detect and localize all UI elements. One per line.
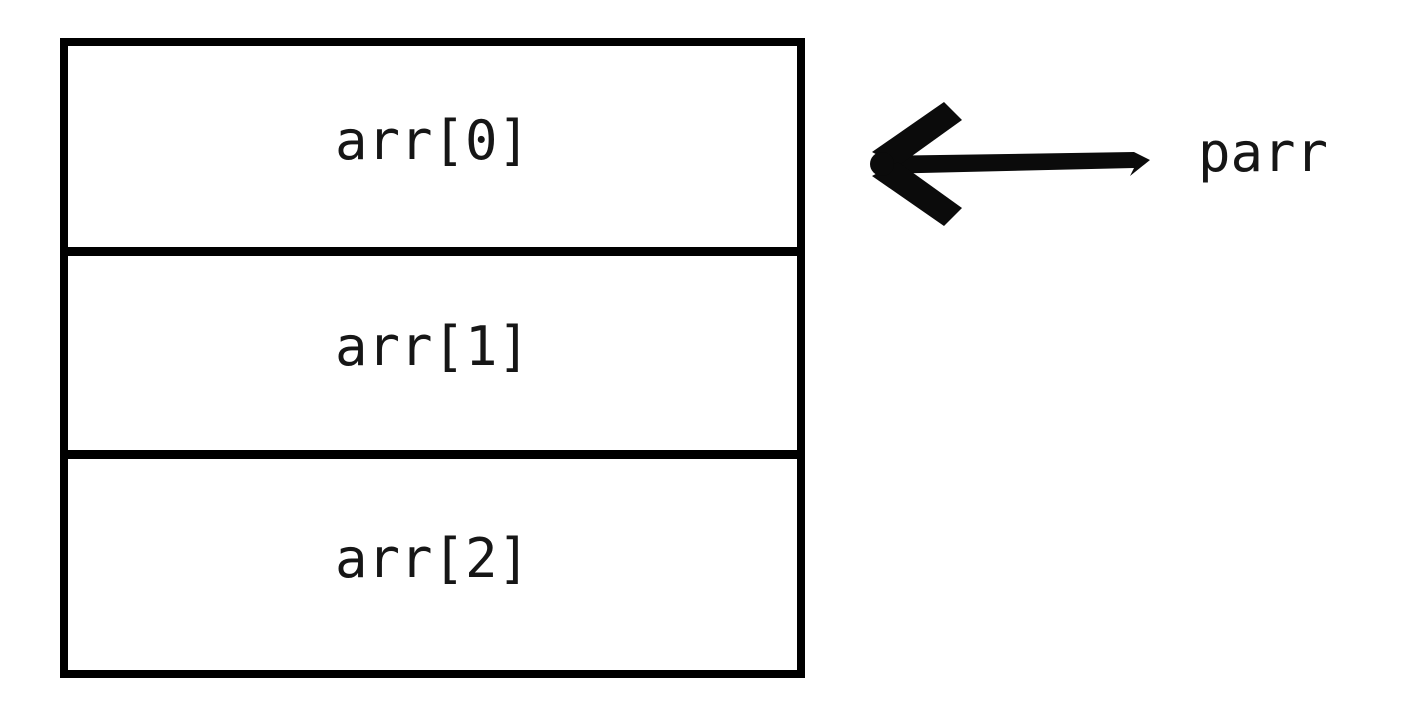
array-block: arr[0] arr[1] arr[2] — [60, 38, 805, 678]
pointer-label: parr — [1198, 121, 1329, 184]
array-cell-0: arr[0] — [68, 46, 797, 247]
array-cell-label-2: arr[2] — [334, 526, 531, 590]
array-cell-1: arr[1] — [68, 247, 797, 450]
array-cell-label-1: arr[1] — [334, 315, 531, 378]
array-cell-label-0: arr[0] — [334, 108, 531, 172]
arrow-left-icon — [862, 98, 1162, 230]
array-cell-2: arr[2] — [68, 450, 797, 670]
